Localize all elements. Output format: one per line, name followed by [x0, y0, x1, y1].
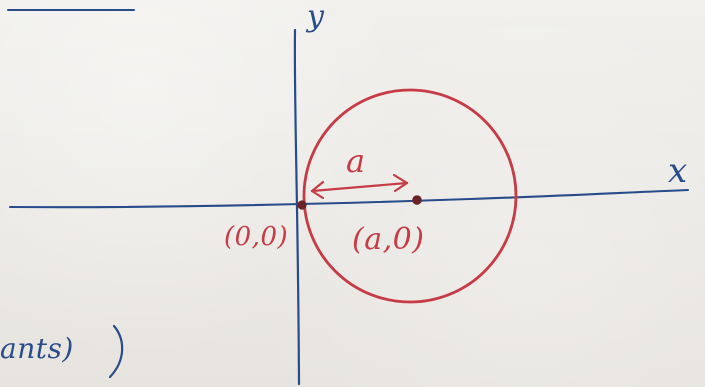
circle-outline: [302, 88, 518, 304]
x-axis-label: x: [668, 151, 688, 191]
radius-arrow-right-head: [392, 173, 409, 193]
center-coordinate-label: (a,0): [352, 222, 425, 257]
y-axis-line: [293, 28, 301, 386]
bottom-right-bracket: [108, 324, 124, 379]
origin-coordinate-label: (0,0): [224, 222, 289, 252]
radius-arrow-left-head: [310, 180, 325, 200]
radius-label: a: [346, 142, 366, 180]
origin-point: [297, 200, 307, 210]
y-axis-label: y: [307, 0, 325, 34]
radius-arrow-shaft: [310, 181, 409, 193]
partial-note-text: ants): [0, 332, 74, 365]
center-point: [412, 195, 422, 205]
x-axis-line: [8, 188, 690, 209]
